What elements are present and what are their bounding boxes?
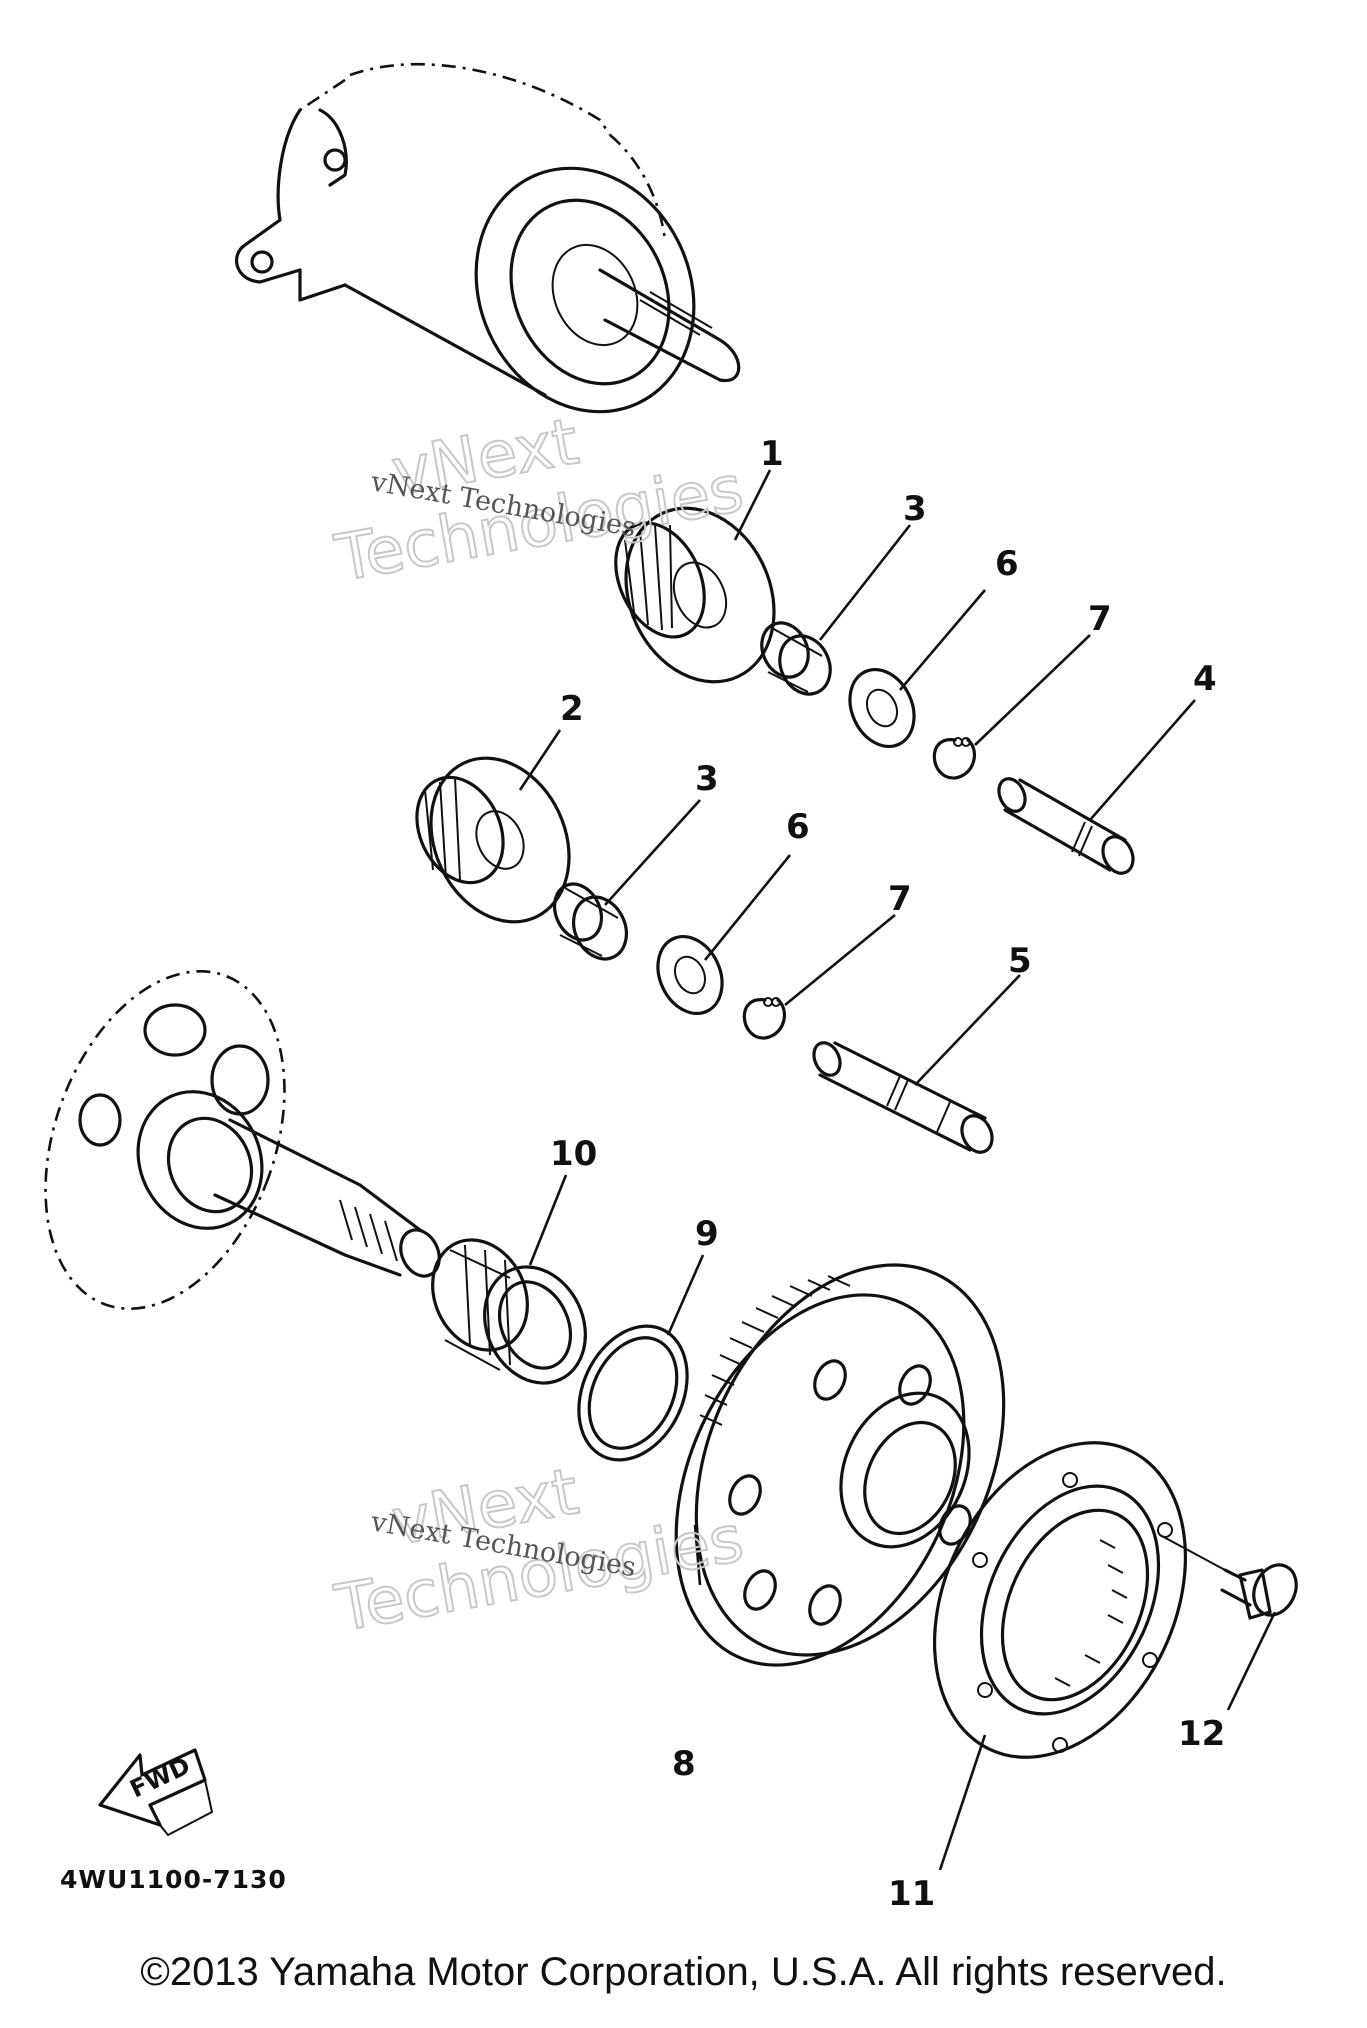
part-1-gear [614,506,776,684]
callout-7-upper: 7 [1088,599,1112,639]
part-6-washer-lower [656,934,724,1016]
part-11-one-way-clutch [932,1441,1188,1759]
starter-motor [235,62,741,414]
callout-12: 12 [1178,1714,1225,1754]
part-7-circlip-upper [932,737,977,780]
part-12-bolt [1159,1534,1298,1620]
callout-11: 11 [888,1874,935,1914]
leader-lines [518,469,1277,1871]
callout-9: 9 [695,1214,719,1254]
callout-5: 5 [1008,941,1032,981]
part-3-bearing-upper [760,621,832,696]
callout-7-lower: 7 [888,879,912,919]
callout-6-upper: 6 [995,544,1019,584]
callout-1: 1 [760,434,784,474]
part-2-gear [415,756,571,924]
crankshaft [44,970,441,1310]
callout-3-upper: 3 [903,489,927,529]
part-9-washer [577,1324,689,1462]
callout-3-lower: 3 [695,759,719,799]
part-10-bearing [431,1238,587,1385]
callout-10: 10 [550,1134,597,1174]
callout-6-lower: 6 [786,807,810,847]
callout-2: 2 [560,689,584,729]
forward-direction-arrow: FWD [98,1748,214,1837]
part-6-washer-upper [848,667,916,749]
copyright-notice: ©2013 Yamaha Motor Corporation, U.S.A. A… [140,1950,1227,1994]
part-7-circlip-lower [742,997,787,1040]
part-8-starter-wheel-gear [674,1263,1006,1667]
callout-8: 8 [672,1744,696,1784]
callout-labels: 1 2 3 3 4 5 6 6 7 7 8 9 10 11 12 [550,434,1225,1914]
part-3-bearing-lower [552,882,628,961]
diagram-code: 4WU1100-7130 [60,1865,287,1894]
callout-4: 4 [1193,659,1217,699]
part-4-shaft [997,777,1135,875]
part-5-shaft [812,1041,994,1154]
